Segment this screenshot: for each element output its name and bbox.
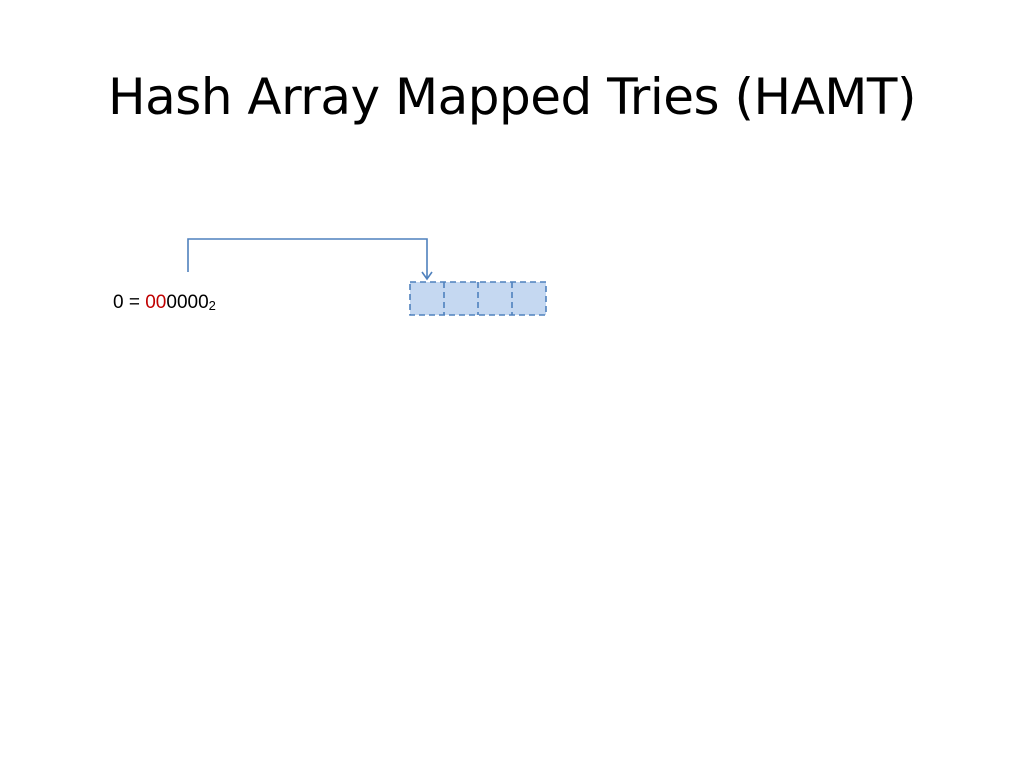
equals-sign: = <box>123 292 146 313</box>
highlighted-bits: 00 <box>145 292 167 313</box>
hash-value: 0 <box>113 292 124 313</box>
index-arrow <box>187 238 433 281</box>
node-array-border <box>409 281 547 316</box>
binary-base-subscript: 2 <box>208 298 216 313</box>
remaining-bits: 0000 <box>166 292 209 313</box>
node-array <box>409 281 547 316</box>
hash-expression: 0 = 0000002 <box>113 291 216 316</box>
node-array-slot <box>410 282 444 315</box>
slide-title: Hash Array Mapped Tries (HAMT) <box>108 68 916 126</box>
node-array-slot <box>512 282 546 315</box>
node-array-slot <box>478 282 512 315</box>
node-array-slot <box>444 282 478 315</box>
